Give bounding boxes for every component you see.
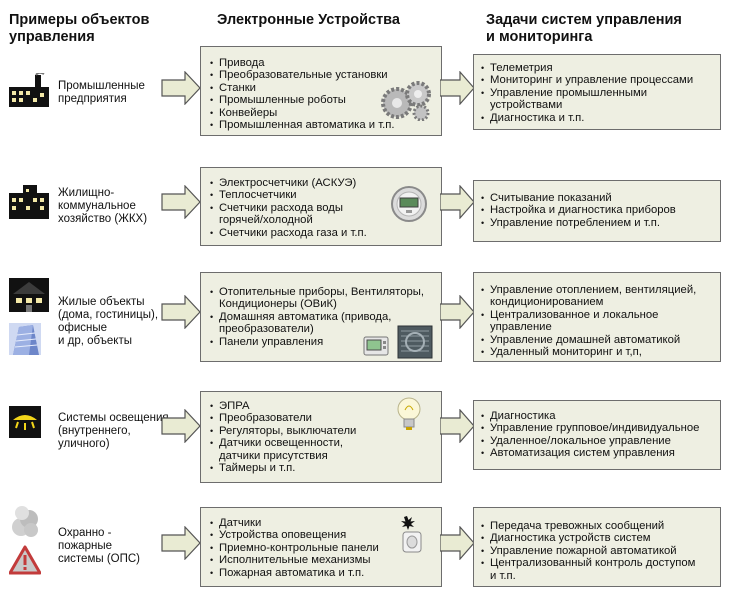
task-item: Управление промышленными: [480, 87, 720, 100]
task-item: Автоматизация систем управления: [480, 447, 720, 460]
device-item: Кондиционеры (ОВиК): [219, 298, 337, 311]
arrow-to-devices: [161, 295, 201, 329]
header-devices: Электронные Устройства: [217, 12, 400, 28]
devices-box: ЭПРА Преобразователи Регуляторы, выключа…: [200, 391, 442, 483]
device-item: Исполнительные механизмы: [209, 554, 441, 567]
street-lamp-icon: [9, 406, 41, 438]
device-item: Счетчики расхода воды: [209, 202, 441, 215]
task-item: Передача тревожных сообщений: [480, 520, 720, 533]
house-icon: [9, 278, 49, 312]
task-item: Мониторинг и управление процессами: [480, 74, 720, 87]
arrow-to-tasks: [440, 526, 475, 560]
arrow-to-tasks: [440, 295, 475, 329]
task-item: управление: [490, 321, 552, 334]
electric-meter-icon: [385, 186, 433, 222]
device-item: Теплосчетчики: [209, 189, 441, 202]
device-item: ЭПРА: [209, 400, 441, 413]
tasks-box: Считывание показаний Настройка и диагнос…: [473, 180, 721, 242]
device-item: Привода: [209, 57, 441, 70]
row-label-lighting: Системы освещения (внутреннего, уличного…: [58, 412, 169, 450]
device-item: Приемно-контрольные панели: [209, 542, 441, 555]
task-item: Удаленный мониторинг и т,п,: [480, 346, 720, 359]
task-item: кондиционированием: [490, 296, 604, 309]
tasks-box: Передача тревожных сообщений Диагностика…: [473, 507, 721, 587]
arrow-to-devices: [161, 71, 201, 105]
row-label-residential: Жилые объекты (дома, гостиницы), офисные…: [58, 296, 159, 347]
task-item: Диагностика: [480, 410, 720, 423]
device-item: Устройства оповещения: [209, 529, 441, 542]
arrow-to-devices: [161, 409, 201, 443]
arrow-to-devices: [161, 526, 201, 560]
warning-triangle-icon: [9, 545, 41, 575]
factory-icon: [9, 73, 49, 107]
device-item: Домашняя автоматика (привода,: [209, 311, 441, 324]
office-building-icon: [9, 323, 41, 355]
task-item: Настройка и диагностика приборов: [480, 204, 720, 217]
arrow-to-tasks: [440, 71, 475, 105]
tasks-box: Диагностика Управление групповое/индивид…: [473, 400, 721, 470]
device-item: Электросчетчики (АСКУЭ): [209, 177, 441, 190]
tasks-box: Телеметрия Мониторинг и управление проце…: [473, 54, 721, 130]
task-item: Управление потреблением и т.п.: [480, 217, 720, 230]
device-item: Датчики освещенности,: [209, 437, 441, 450]
device-item: Датчики: [209, 517, 441, 530]
task-item: Централизованный контроль доступом: [480, 557, 720, 570]
control-panel-icon: [363, 335, 389, 357]
header-objects: Примеры объектов управления: [9, 12, 150, 45]
arrow-to-tasks: [440, 185, 475, 219]
air-conditioner-icon: [397, 325, 433, 359]
task-item: Диагностика и т.п.: [480, 112, 720, 125]
device-item: Панели управления: [209, 336, 441, 349]
device-item: Промышленные роботы: [209, 94, 441, 107]
device-item: Промышленная автоматика и т.п.: [209, 119, 441, 132]
light-bulb-icon: [396, 396, 422, 432]
device-item: Конвейеры: [209, 107, 441, 120]
row-label-security: Охранно - пожарные системы (ОПС): [58, 527, 140, 565]
device-item: Станки: [209, 82, 441, 95]
task-item: Управление пожарной автоматикой: [480, 545, 720, 558]
security-sensor-icon: [397, 514, 425, 554]
devices-box: Датчики Устройства оповещения Приемно-ко…: [200, 507, 442, 587]
task-item: Удаленное/локальное управление: [480, 435, 720, 448]
tasks-box: Управление отоплением, вентиляцией, конд…: [473, 272, 721, 362]
row-label-industry: Промышленные предприятия: [58, 80, 145, 105]
row-label-housing: Жилищно- коммунальное хозяйство (ЖКХ): [58, 187, 148, 225]
devices-box: Отопительные приборы, Вентиляторы, Конди…: [200, 272, 442, 362]
task-item: Диагностика устройств систем: [480, 532, 720, 545]
task-item: Управление отоплением, вентиляцией,: [480, 284, 720, 297]
task-item: Телеметрия: [480, 62, 720, 75]
devices-box: Электросчетчики (АСКУЭ) Теплосчетчики Сч…: [200, 167, 442, 246]
device-item: Таймеры и т.п.: [209, 462, 441, 475]
device-item: преобразователи): [219, 323, 314, 336]
device-item: датчики присутствия: [219, 449, 328, 462]
device-item: Преобразователи: [209, 412, 441, 425]
device-item: Счетчики расхода газа и т.п.: [209, 227, 441, 240]
smoke-icon: [9, 505, 41, 539]
arrow-to-tasks: [440, 409, 475, 443]
device-item: Преобразовательные установки: [209, 69, 441, 82]
device-item: Регуляторы, выключатели: [209, 425, 441, 438]
task-item: Управление домашней автоматикой: [480, 334, 720, 347]
task-item: устройствами: [490, 99, 563, 112]
device-item: Отопительные приборы, Вентиляторы,: [209, 286, 441, 299]
devices-box: Привода Преобразовательные установки Ста…: [200, 46, 442, 136]
apartment-building-icon: [9, 185, 49, 219]
device-item: Пожарная автоматика и т.п.: [209, 567, 441, 580]
header-tasks: Задачи систем управления и мониторинга: [486, 12, 682, 45]
device-item: горячей/холодной: [219, 214, 313, 227]
gears-icon: [381, 79, 433, 121]
task-item: Считывание показаний: [480, 192, 720, 205]
task-item: и т.п.: [490, 569, 516, 582]
task-item: Централизованное и локальное: [480, 309, 720, 322]
task-item: Управление групповое/индивидуальное: [480, 422, 720, 435]
arrow-to-devices: [161, 185, 201, 219]
